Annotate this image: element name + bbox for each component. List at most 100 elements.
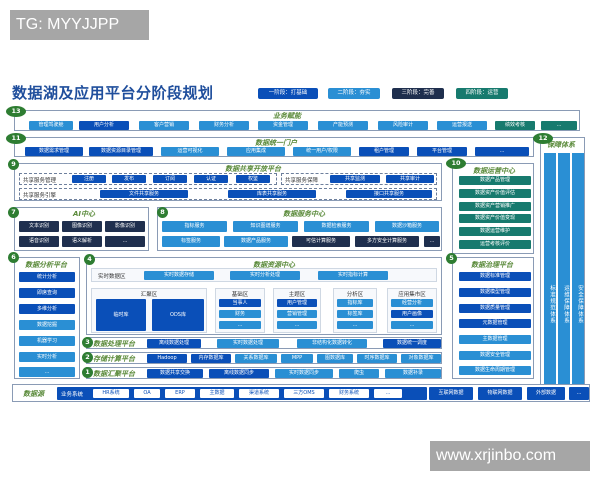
zone-label: 应用集市区 xyxy=(398,292,426,298)
item: 经营分析 xyxy=(391,299,433,307)
item: ... xyxy=(277,321,317,329)
item: 数据资产价值评估 xyxy=(459,189,531,198)
gather-zone: 汇聚区 临时库 ODS库 xyxy=(91,288,207,333)
item: 内存数据库 xyxy=(191,354,231,363)
ai-center-panel: AI中心 文本识别 图像识别 影像识别 语音识别 语义解析 ... xyxy=(14,207,149,251)
item: 语义解析 xyxy=(62,236,102,247)
item: ... xyxy=(541,121,577,130)
layer-badge: 3 xyxy=(82,337,93,348)
item: 实时分析处理 xyxy=(230,271,300,280)
item: 数据模型管理 xyxy=(459,288,531,297)
item: 外部数据 xyxy=(527,387,565,400)
item: 资金管理 xyxy=(258,121,308,130)
data-source-panel: 数据源 业务系统 HR系统 OA ERP 主数据 渠道系统 三方OMS 财务系统… xyxy=(12,384,590,402)
item: ... xyxy=(219,321,261,329)
realtime-zone: 实时数据区 实时数据存储 实时分析处理 实时指标计算 xyxy=(91,268,437,282)
item: 数据统一调度 xyxy=(383,339,441,348)
item: 渠道系统 xyxy=(239,389,279,398)
item: 财务分析 xyxy=(199,121,249,130)
item: 用户分析 xyxy=(79,121,129,130)
item: 用户画像 xyxy=(391,310,433,318)
item: 互联网数据 xyxy=(429,387,473,400)
panel-title: 保障体系 xyxy=(547,141,575,149)
item: 非结构化数据转化 xyxy=(297,339,367,348)
layer-badge: 2 xyxy=(82,352,93,363)
item: 数据需求管理 xyxy=(25,147,83,156)
watermark-bottom: www.xrjinbo.com xyxy=(430,441,590,471)
item: 产能预测 xyxy=(318,121,368,130)
item: 多维分析 xyxy=(19,304,75,314)
item: ... xyxy=(391,321,433,329)
share-mgmt-group: 共享服务管理 注册 发布 订阅 认证 权鉴 xyxy=(19,173,277,185)
item: 数据质量管理 xyxy=(459,304,531,313)
item: 统一用户/权限 xyxy=(293,147,351,156)
item: 时序数据库 xyxy=(357,354,397,363)
item: 知识图谱服务 xyxy=(233,221,298,232)
layer-badge: 12 xyxy=(533,133,553,144)
data-resource-panel: 数据资源中心 实时数据区 实时数据存储 实时分析处理 实时指标计算 汇聚区 临时… xyxy=(86,257,442,335)
item: 客户营销 xyxy=(139,121,189,130)
item: ERP xyxy=(165,389,195,398)
assurance-column: 标准规范体系 xyxy=(544,153,556,395)
topic-zone: 主题区 用户管理 营销管理 ... xyxy=(273,288,321,333)
data-processing-panel: 数据处理平台 离线数据处理 实时数据处理 非结构化数据转化 数据统一调度 xyxy=(86,337,442,349)
item: 标签库 xyxy=(337,310,373,318)
panel-title: 数据处理平台 xyxy=(93,340,135,348)
item: ... xyxy=(475,147,529,156)
item: 即席查询 xyxy=(19,288,75,298)
base-zone: 基础区 当事人 财务 ... xyxy=(215,288,265,333)
item: MPP xyxy=(281,354,313,363)
layer-badge: 8 xyxy=(157,207,168,218)
item: 数据补录 xyxy=(385,369,441,378)
item: 机器学习 xyxy=(19,336,75,346)
item: 数据检索服务 xyxy=(304,221,369,232)
item: 爬虫 xyxy=(339,369,379,378)
item: 数据标准管理 xyxy=(459,272,531,281)
panel-title: 数据源 xyxy=(23,390,44,398)
item: 数据运营维护 xyxy=(459,227,531,236)
panel-title: 数据运营中心 xyxy=(473,167,515,175)
data-service-panel: 数据服务中心 指标服务 知识图谱服务 数据检索服务 数据沙箱服务 标签服务 数据… xyxy=(157,207,442,251)
item: 数据挖掘 xyxy=(19,320,75,330)
item: 数据生命周期管理 xyxy=(459,366,531,375)
item: 离线数据处理 xyxy=(147,339,201,348)
item: 主数据 xyxy=(200,389,234,398)
data-portal-panel: 数据统一门户 数据需求管理 数据资源目录管理 运营可视化 应用集成 统一用户/权… xyxy=(14,137,534,157)
layer-badge: 10 xyxy=(446,158,466,169)
data-governance-panel: 数据治理平台 数据标准管理 数据模型管理 数据质量管理 元数据管理 主数据管理 … xyxy=(452,257,534,379)
item: 数据沙箱服务 xyxy=(375,221,439,232)
legend-stage-2: 二阶段：夯实 xyxy=(328,88,380,99)
item: ... xyxy=(337,321,373,329)
item: 数据安全管理 xyxy=(459,351,531,360)
item: 图像识别 xyxy=(62,221,102,232)
assurance-column: 安全保障体系 xyxy=(572,153,584,395)
layer-badge: 1 xyxy=(82,367,93,378)
item: 数据资产营销推广 xyxy=(459,202,531,211)
group-label: 共享服务管理 xyxy=(23,178,57,184)
item: 元数据管理 xyxy=(459,319,531,328)
item: 实时数据处理 xyxy=(217,339,279,348)
layer-badge: 6 xyxy=(8,252,19,263)
panel-title: AI中心 xyxy=(73,210,96,218)
data-aggregation-panel: 数据汇聚平台 数据共享交换 离线数据同步 实时数据同步 爬虫 数据补录 xyxy=(86,367,442,379)
item: 文本识别 xyxy=(19,221,59,232)
assurance-panel: 保障体系 标准规范体系 运维保障体系 安全保障体系 xyxy=(540,137,585,399)
item: 数据产品服务 xyxy=(224,236,288,247)
item: 数据产品管理 xyxy=(459,176,531,185)
analysis-zone: 分析区 指标库 标签库 ... xyxy=(333,288,377,333)
item: 离线数据同步 xyxy=(209,369,269,378)
item: 影像识别 xyxy=(105,221,145,232)
item: 文件共享服务 xyxy=(100,190,188,198)
item: 多方安全计算服务 xyxy=(355,236,419,247)
item: 主数据管理 xyxy=(459,335,531,344)
item: 发布 xyxy=(112,175,146,183)
item: OA xyxy=(134,389,160,398)
item: 关系数据库 xyxy=(235,354,277,363)
item: 统计分析 xyxy=(19,272,75,282)
item: 绩效考核 xyxy=(495,121,535,130)
mart-zone: 应用集市区 经营分析 用户画像 ... xyxy=(387,288,437,333)
layer-badge: 7 xyxy=(8,207,19,218)
layer-badge: 5 xyxy=(446,253,457,264)
item: 运营报送 xyxy=(437,121,487,130)
item: 平台管理 xyxy=(417,147,467,156)
